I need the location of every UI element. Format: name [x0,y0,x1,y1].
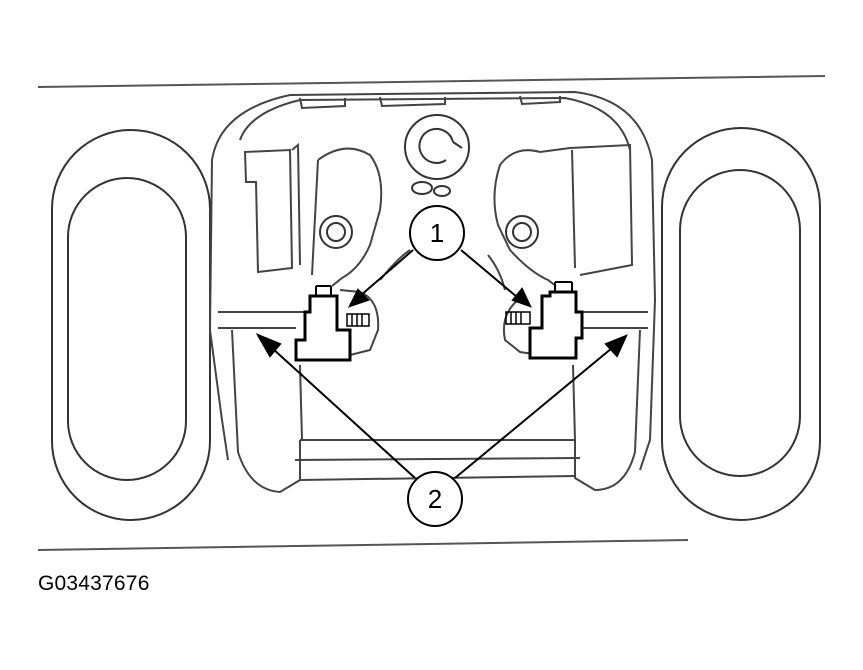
left-bolt [319,215,353,249]
center-pivot [404,114,470,197]
callout-2-leaders [255,332,628,479]
latch-housing [208,90,657,494]
top-edge-line [37,75,826,88]
callout-1: 1 [409,205,465,261]
left-retaining-clip [294,285,370,362]
right-retaining-clip [505,281,584,360]
callout-1-label: 1 [430,218,444,248]
figure-id-label: G03437676 [38,572,150,595]
bottom-edge-line [37,539,689,551]
right-slot [661,127,821,521]
callout-2: 2 [407,471,463,527]
left-slot [51,129,211,521]
callout-1-leaders [348,249,532,308]
callout-2-label: 2 [428,484,442,514]
right-bolt [505,215,539,249]
cross-bar [218,311,648,329]
